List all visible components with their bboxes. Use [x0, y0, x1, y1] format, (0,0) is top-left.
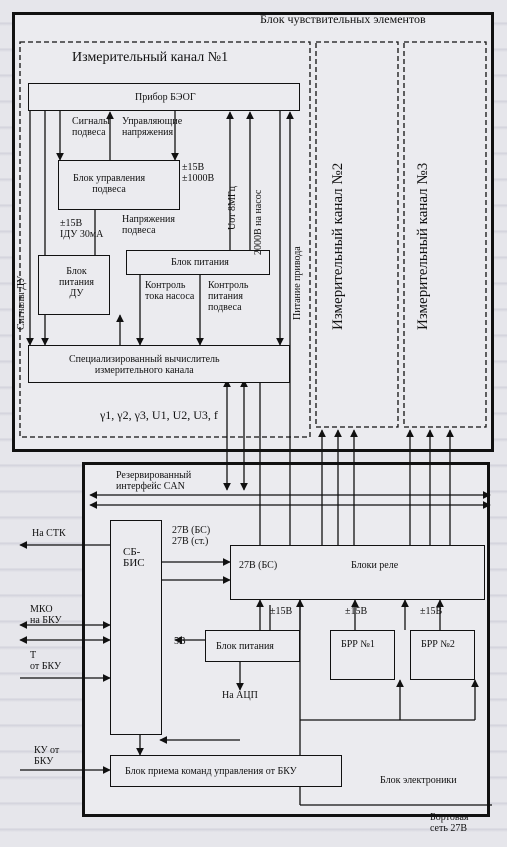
du-power-label: Блок питания ДУ	[59, 266, 94, 299]
suspension-control-box: Блок управления подвеса	[58, 160, 180, 210]
pump-current-control-label: Контроль тока насоса	[145, 280, 195, 302]
channel3-frame	[403, 41, 487, 428]
power-block-2-box: Блок питания	[205, 630, 300, 662]
brr1-box: БРР №1	[330, 630, 395, 680]
channel3-title: Измерительный канал №3	[415, 162, 431, 330]
suspension-signals-label: Сигналы подвеса	[72, 116, 110, 138]
voltage-15-30ma-label: ±15В IДУ 30мА	[60, 218, 104, 240]
du-power-box: Блок питания ДУ	[38, 255, 110, 315]
special-computer-box: Специализированный вычислитель измерител…	[28, 345, 290, 383]
voltage-27-bs-st-label: 27В (БС) 27В (ст.)	[172, 525, 211, 547]
channel2-frame	[315, 41, 399, 428]
drive-power-label: Питание привода	[292, 246, 303, 320]
special-computer-label: Специализированный вычислитель измерител…	[69, 354, 220, 376]
command-receive-label: Блок приема команд управления от БКУ	[125, 766, 297, 777]
voltage-15-1000-label: ±15В ±1000В	[182, 162, 215, 184]
mko-label: МКО на БКУ	[30, 604, 62, 626]
power-block-2-label: Блок питания	[216, 641, 274, 652]
power-block-box: Блок питания	[126, 250, 270, 275]
ku-from-bku-label: КУ от БКУ	[34, 745, 60, 767]
can-interface-label: Резервированный интерфейс CAN	[116, 470, 192, 492]
suspension-voltages-label: Напряжения подвеса	[122, 214, 175, 236]
suspension-power-control-label: Контроль питания подвеса	[208, 280, 249, 313]
voltage-15-c-label: ±15В	[420, 606, 443, 617]
voltage-15-a-label: ±15В	[270, 606, 293, 617]
to-adc-label: На АЦП	[222, 690, 258, 701]
uot-label: Uот 8МГц	[227, 186, 238, 230]
control-voltages-label: Управляющие напряжения	[122, 116, 183, 138]
command-receive-box: Блок приема команд управления от БКУ	[110, 755, 342, 787]
onboard-network-label: Бортовая сеть 27В	[430, 812, 469, 834]
electronics-block-title: Блок электроники	[380, 775, 457, 786]
brr2-label: БРР №2	[421, 639, 455, 650]
channel1-frame	[19, 41, 311, 438]
voltage-5v-label: 5В	[174, 636, 186, 647]
relay-block-label: Блоки реле	[351, 560, 399, 571]
pump-2000v-label: 2000В на насос	[253, 189, 264, 255]
to-stk-label: На СТК	[32, 528, 66, 539]
channel1-title: Измерительный канал №1	[72, 50, 229, 65]
brr2-box: БРР №2	[410, 630, 475, 680]
brr1-label: БРР №1	[341, 639, 375, 650]
du-signals-label: Сигналы ДУ	[16, 275, 27, 330]
sbis-label: СБ- БИС	[123, 546, 145, 569]
relay-block-box: 27В (БС) Блоки реле	[230, 545, 485, 600]
suspension-control-label: Блок управления подвеса	[73, 173, 146, 195]
beog-device-label: Прибор БЭОГ	[135, 92, 196, 103]
channel2-title: Измерительный канал №2	[330, 162, 346, 330]
outputs-label: γ1, γ2, γ3, U1, U2, U3, f	[100, 408, 218, 422]
voltage-15-b-label: ±15В	[345, 606, 368, 617]
beog-device-box: Прибор БЭОГ	[28, 83, 300, 111]
t-from-bku-label: Т от БКУ	[30, 650, 62, 672]
power-block-label: Блок питания	[171, 257, 229, 268]
sensor-block-title: Блок чувствительных элементов	[260, 12, 426, 26]
voltage-27-bs-label: 27В (БС)	[239, 560, 278, 571]
sbis-box: СБ- БИС	[110, 520, 162, 735]
